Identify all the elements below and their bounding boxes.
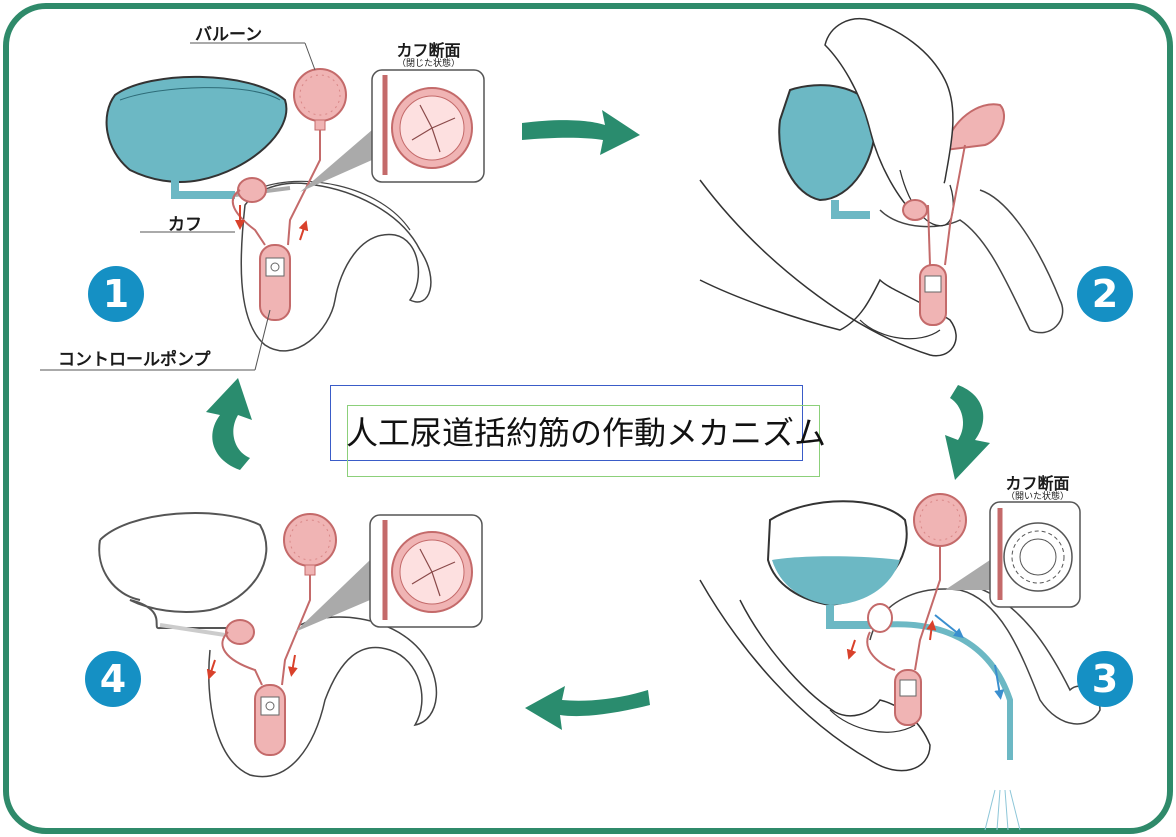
arrow-up	[206, 378, 252, 470]
arrow-right	[522, 110, 640, 155]
label-closed-state: （閉じた状態）	[386, 56, 471, 69]
step-badge-3: 3	[1077, 651, 1133, 707]
bladder	[100, 513, 266, 628]
arrow-down	[945, 385, 990, 480]
diagram-title: 人工尿道括約筋の作動メカニズム	[346, 408, 826, 454]
panel-2-squeeze	[700, 19, 1063, 356]
panel-3-open	[700, 494, 1100, 830]
label-cuff: カフ	[168, 210, 202, 235]
balloon	[914, 494, 966, 546]
label-balloon: バルーン	[195, 20, 262, 45]
balloon	[284, 514, 336, 566]
cuff	[238, 178, 266, 202]
step-badge-2: 2	[1077, 266, 1133, 322]
control-pump	[255, 685, 285, 755]
step-badge-4: 4	[85, 651, 141, 707]
label-control-pump: コントロールポンプ	[58, 345, 211, 370]
control-pump	[260, 245, 290, 320]
step-badge-1: 1	[88, 266, 144, 322]
panel-1-closed	[40, 43, 484, 370]
label-open-state: （開いた状態）	[995, 489, 1080, 502]
arrow-left	[525, 686, 650, 730]
balloon	[294, 69, 346, 121]
cuff	[868, 604, 892, 632]
panel-4-refill	[99, 513, 482, 777]
cuff	[226, 620, 254, 644]
